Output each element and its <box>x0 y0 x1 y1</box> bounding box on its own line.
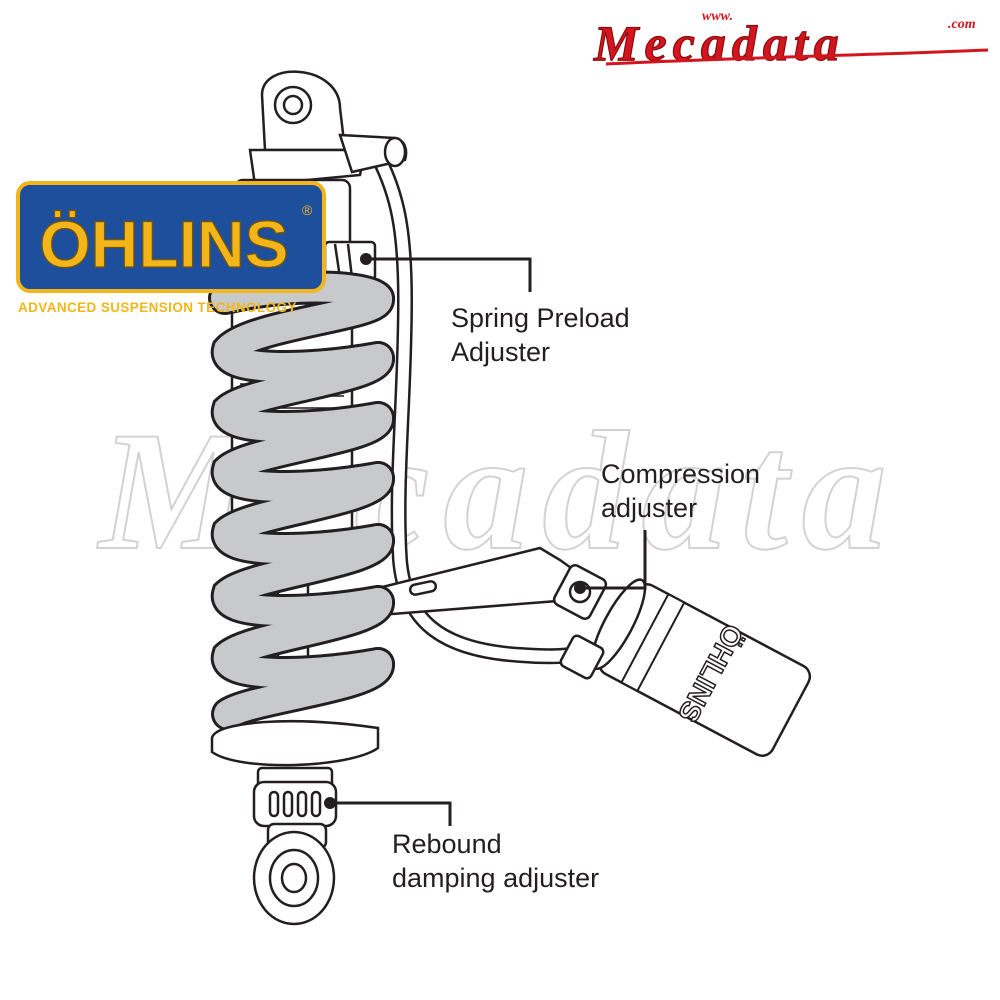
rebound-leader <box>330 801 452 826</box>
ohlins-logo: ÖHLINS ® ADVANCED SUSPENSION TECHNOLOGY <box>16 181 326 315</box>
spring-preload-dot <box>360 253 372 265</box>
mecadata-logo-text: Mecadata <box>593 15 845 68</box>
spring-preload-leader <box>366 257 532 292</box>
reservoir-hose <box>367 146 585 665</box>
spring-preload-label-line2: Adjuster <box>451 337 551 367</box>
mecadata-logo-swoosh <box>605 48 989 66</box>
mecadata-logo: www. Mecadata .com <box>592 9 989 68</box>
coil-spring <box>208 270 395 731</box>
leader-lines <box>330 257 647 826</box>
compression-label: Compression adjuster <box>601 457 760 525</box>
ohlins-logo-tagline: ADVANCED SUSPENSION TECHNOLOGY <box>18 300 297 315</box>
compression-leader <box>580 530 647 590</box>
mecadata-logo-prefix: www. <box>702 9 733 24</box>
leader-dots <box>324 253 586 809</box>
ohlins-logo-name: ÖHLINS <box>39 207 288 281</box>
ohlins-logo-panel <box>16 181 326 293</box>
top-eye-mount <box>248 70 408 187</box>
compression-label-line2: adjuster <box>601 493 698 523</box>
lower-spring-seat <box>210 719 380 792</box>
rebound-label: Rebound damping adjuster <box>392 827 599 895</box>
reservoir-canister: ÖHLINS <box>590 578 812 757</box>
rebound-adjuster-wheel <box>252 780 338 828</box>
spring-preload-label: Spring Preload Adjuster <box>451 301 630 369</box>
compression-dot <box>574 582 586 594</box>
bottom-eye-mount <box>252 822 336 926</box>
mecadata-logo-suffix: .com <box>948 17 976 32</box>
rebound-label-line1: Rebound <box>392 829 502 859</box>
spring-preload-label-line1: Spring Preload <box>451 303 630 333</box>
rebound-dot <box>324 797 336 809</box>
rebound-label-line2: damping adjuster <box>392 863 600 893</box>
ohlins-logo-registered: ® <box>302 202 313 218</box>
compression-label-line1: Compression <box>601 459 761 489</box>
